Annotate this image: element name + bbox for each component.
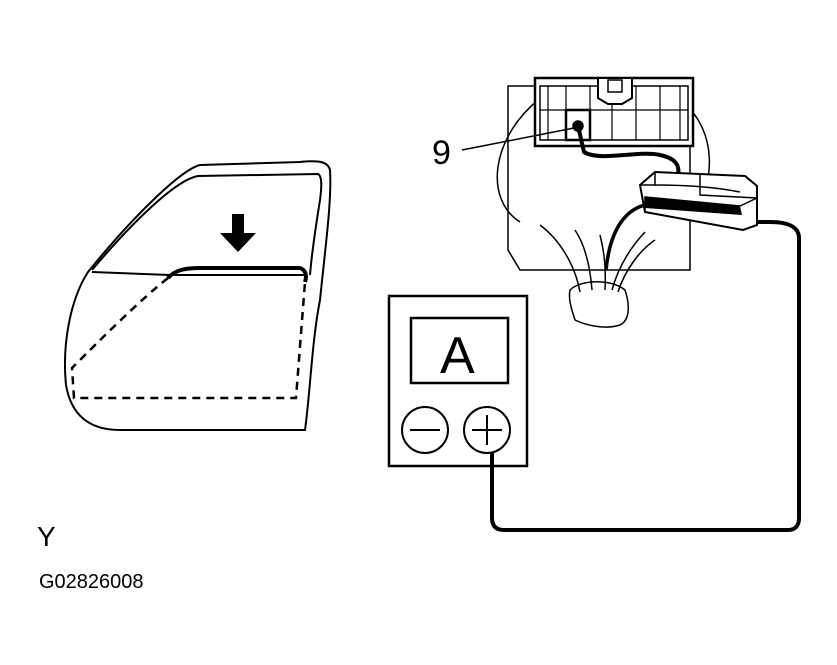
probe-lead	[576, 125, 681, 176]
harness-wire	[617, 239, 656, 293]
ammeter	[387, 294, 529, 468]
connector-pins	[540, 86, 688, 142]
door-illustration	[63, 160, 332, 431]
connector-assembly	[461, 76, 711, 328]
figure-code: G02826008	[39, 571, 144, 593]
window-glass-dashed	[70, 277, 307, 400]
window-glass-edge	[166, 266, 308, 283]
clip-wire	[604, 203, 646, 271]
ammeter-unit-label: A	[440, 327, 475, 385]
pin-label-leader	[461, 127, 575, 151]
test-lead-clip	[576, 125, 758, 271]
loop-wire-left	[496, 99, 539, 223]
door-outline	[63, 160, 332, 431]
harness-wire	[611, 231, 646, 291]
belt-line	[91, 271, 305, 276]
harness-wire	[574, 229, 593, 291]
view-label: Y	[37, 521, 56, 552]
harness-wire	[539, 224, 581, 293]
clip-body	[638, 170, 758, 232]
plus-icon	[463, 406, 511, 454]
ammeter-display	[409, 316, 510, 385]
meter-lead-wire	[490, 220, 801, 532]
pin-label: 9	[432, 134, 451, 172]
arrow-down-icon	[220, 214, 256, 252]
harness-wire	[599, 234, 606, 291]
minus-icon	[401, 406, 449, 454]
window-frame	[91, 172, 323, 276]
wire-harness	[568, 281, 630, 328]
clip-insulation	[645, 197, 742, 215]
